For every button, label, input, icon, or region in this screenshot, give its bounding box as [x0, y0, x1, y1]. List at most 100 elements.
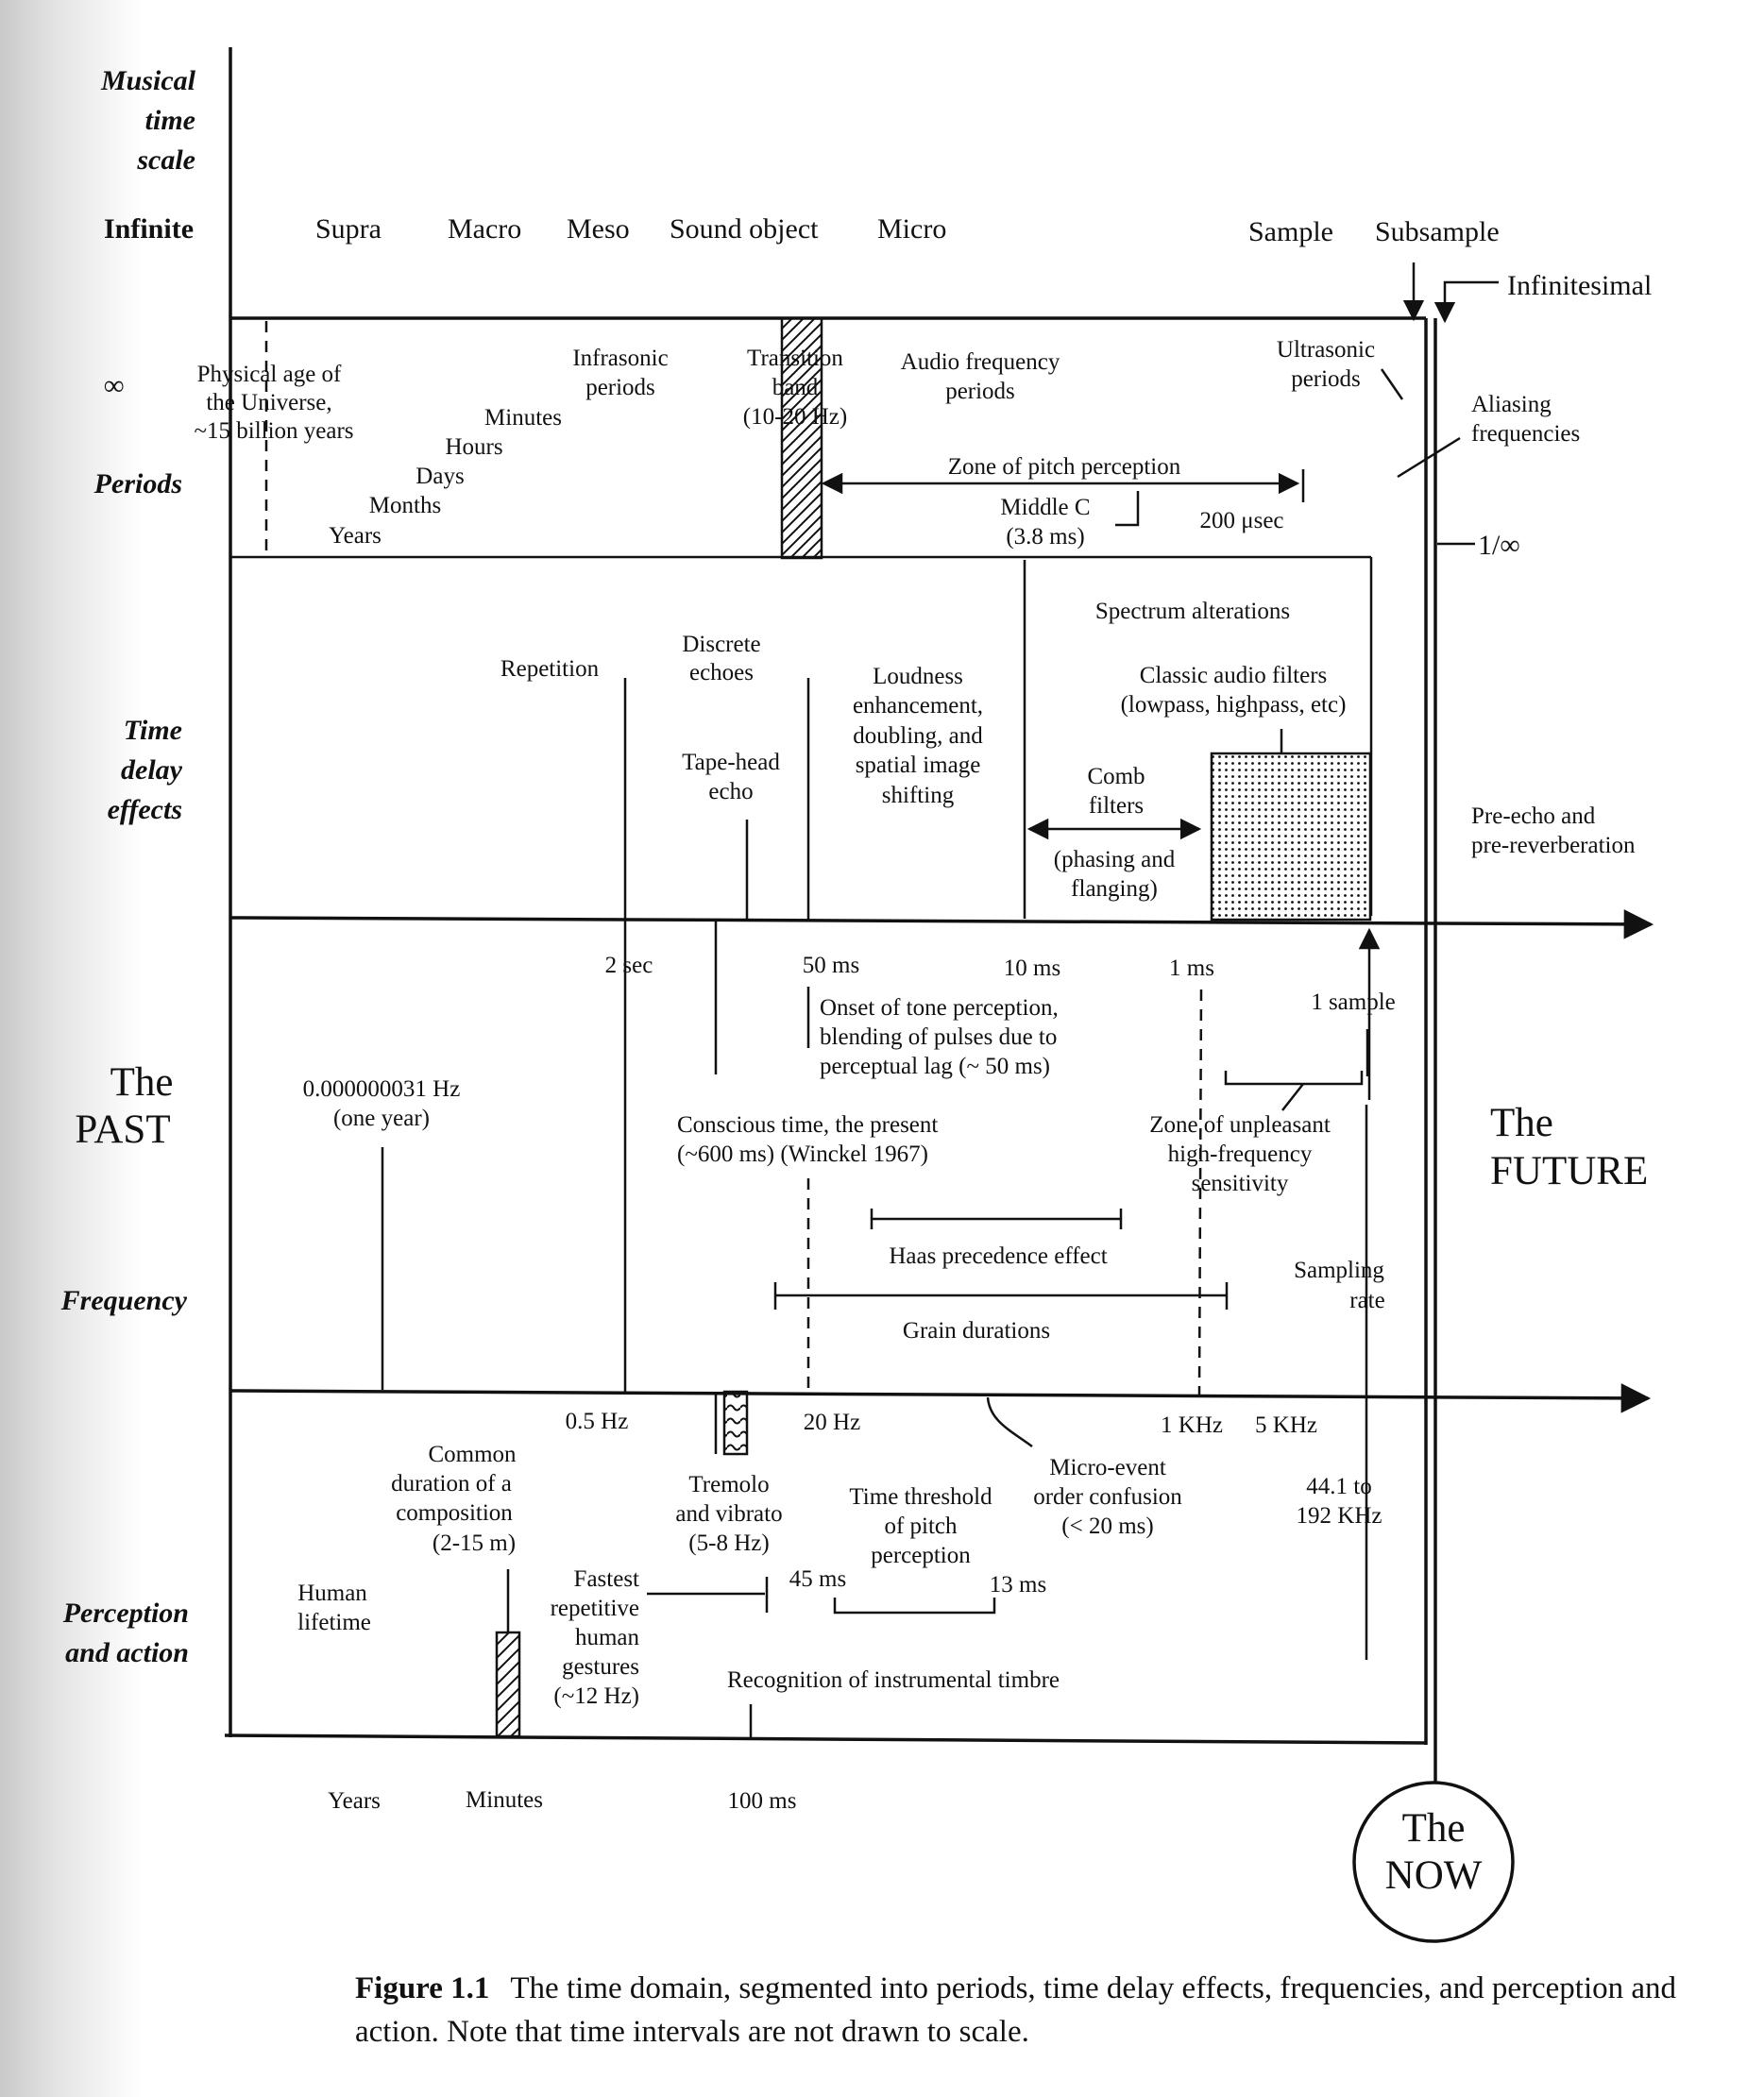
transition-band-bar — [780, 316, 823, 560]
row-label-perception-line-1: Perception — [62, 1598, 189, 1629]
ten-ms-label: 10 ms — [1004, 955, 1060, 981]
scale-sample: Sample — [1248, 216, 1333, 247]
sampling-rate-line-1: Sampling — [1294, 1258, 1384, 1283]
tape-head-line-1: Tape-head — [682, 750, 780, 775]
tape-head-line-2: echo — [708, 779, 753, 804]
musical-time-scale-line-2: time — [145, 105, 195, 136]
unpleasant-line-2: high-frequency — [1168, 1142, 1313, 1167]
figure-caption-text: The time domain, segmented into periods,… — [355, 1971, 1677, 2049]
ultrasonic-pointer — [1380, 368, 1404, 400]
pitch-threshold-bracket — [833, 1598, 996, 1615]
tremolo-line-1: Tremolo — [688, 1472, 769, 1497]
period-minutes: Minutes — [484, 405, 562, 431]
half-hz-label: 0.5 Hz — [566, 1409, 629, 1434]
aliasing-line-1: Aliasing — [1471, 392, 1552, 417]
now-line-1: The — [1402, 1806, 1466, 1851]
scale-supra: Supra — [315, 213, 382, 245]
loudness-line-5: shifting — [882, 783, 955, 808]
threshold-line-3: perception — [871, 1543, 971, 1568]
one-sample-label: 1 sample — [1311, 989, 1396, 1015]
fastest-line-3: human — [575, 1625, 640, 1650]
micro-event-line-1: Micro-event — [1049, 1455, 1166, 1480]
classic-filters-line-1: Classic audio filters — [1140, 663, 1328, 688]
infrasonic-line-1: Infrasonic — [572, 346, 668, 371]
musical-time-scale-line-1: Musical — [100, 65, 196, 96]
period-years: Years — [329, 523, 382, 549]
figure-label: Figure 1.1 — [355, 1971, 490, 2005]
the-future-line-2: FUTURE — [1490, 1149, 1648, 1193]
unpleasant-zone-pointer — [1281, 1083, 1304, 1111]
universe-age-line-2: the Universe, — [206, 390, 331, 415]
fastest-line-4: gestures — [562, 1654, 639, 1680]
transition-line-2: band — [772, 375, 819, 400]
haas-bracket — [870, 1209, 1123, 1229]
scale-infinitesimal: Infinitesimal — [1507, 270, 1652, 301]
future-arrow-lower — [229, 1383, 1652, 1413]
inverse-infinity-label: 1/∞ — [1478, 530, 1520, 561]
common-duration-line-3: composition — [396, 1500, 513, 1526]
phasing-line-2: flanging) — [1071, 876, 1158, 902]
usec-label: 200 μsec — [1199, 508, 1283, 533]
bottom-frame-line — [224, 1733, 1427, 1745]
middle-c-line-2: (3.8 ms) — [1006, 524, 1084, 550]
scale-infinite: Infinite — [104, 213, 194, 245]
tremolo-block — [722, 1390, 749, 1456]
row-label-time-line-1: Time — [124, 715, 182, 746]
human-lifetime-line-1: Human — [297, 1581, 367, 1606]
transition-line-3: (10-20 Hz) — [743, 404, 847, 430]
micro-event-line-2: order confusion — [1033, 1484, 1182, 1510]
pitch-zone-label: Zone of pitch perception — [948, 454, 1181, 480]
one-khz-label: 1 KHz — [1161, 1412, 1223, 1438]
human-lifetime-line-2: lifetime — [297, 1610, 371, 1635]
loudness-line-3: doubling, and — [853, 723, 983, 749]
one-year-hz-line-1: 0.000000031 Hz — [303, 1076, 461, 1102]
five-khz-label: 5 KHz — [1255, 1412, 1317, 1438]
grain-label: Grain durations — [903, 1318, 1050, 1344]
scale-meso: Meso — [567, 213, 630, 245]
classic-filters-line-2: (lowpass, highpass, etc) — [1121, 692, 1347, 718]
two-sec-label: 2 sec — [605, 953, 653, 978]
onset-line-3: perceptual lag (~ 50 ms) — [820, 1054, 1050, 1079]
threshold-line-1: Time threshold — [849, 1484, 992, 1510]
scale-sound-object: Sound object — [670, 213, 819, 245]
conscious-line-2: (~600 ms) (Winckel 1967) — [677, 1142, 928, 1167]
one-year-hz-line-2: (one year) — [333, 1106, 430, 1131]
fastest-line-1: Fastest — [574, 1566, 640, 1592]
scale-macro: Macro — [448, 213, 521, 245]
aliasing-pointer — [1397, 436, 1461, 479]
tremolo-line-2: and vibrato — [675, 1501, 782, 1527]
page-gutter-shadow — [0, 0, 142, 2097]
row-label-time-line-3: effects — [108, 794, 182, 825]
now-circle — [1352, 1781, 1515, 1943]
fastest-line-2: repetitive — [551, 1596, 639, 1621]
one-ms-dashed — [1197, 989, 1203, 1396]
middle-c-line-1: Middle C — [1000, 495, 1090, 520]
footer-hundred-ms: 100 ms — [728, 1788, 797, 1814]
now-line-2: NOW — [1385, 1853, 1483, 1898]
row-label-perception-line-2: and action — [65, 1637, 189, 1668]
fifty-ms-label: 50 ms — [803, 953, 859, 978]
loudness-line-1: Loudness — [873, 664, 963, 689]
period-days: Days — [416, 464, 464, 489]
common-duration-line-1: Common — [428, 1442, 517, 1467]
one-ms-label: 1 ms — [1169, 955, 1214, 981]
twenty-hz-label: 20 Hz — [804, 1410, 860, 1435]
ms13-label: 13 ms — [990, 1572, 1046, 1598]
sample-rates-line-2: 192 KHz — [1297, 1503, 1382, 1529]
universe-age-line-3: ~15 billion years — [194, 418, 353, 444]
conscious-line-1: Conscious time, the present — [677, 1112, 938, 1138]
loudness-line-4: spatial image — [856, 753, 981, 778]
transition-line-1: Transition — [747, 346, 843, 371]
scale-subsample: Subsample — [1375, 216, 1500, 247]
loudness-line-2: enhancement, — [853, 693, 983, 719]
classic-filters-block — [1210, 752, 1372, 922]
comb-filters-line-1: Comb — [1087, 764, 1145, 789]
timbre-label: Recognition of instrumental timbre — [727, 1667, 1060, 1693]
audio-periods-line-2: periods — [945, 379, 1015, 404]
onset-line-2: blending of pulses due to — [820, 1024, 1057, 1050]
universe-age-line-1: Physical age of — [197, 362, 342, 387]
ultrasonic-line-2: periods — [1291, 366, 1361, 392]
fastest-line-5: (~12 Hz) — [553, 1683, 639, 1709]
